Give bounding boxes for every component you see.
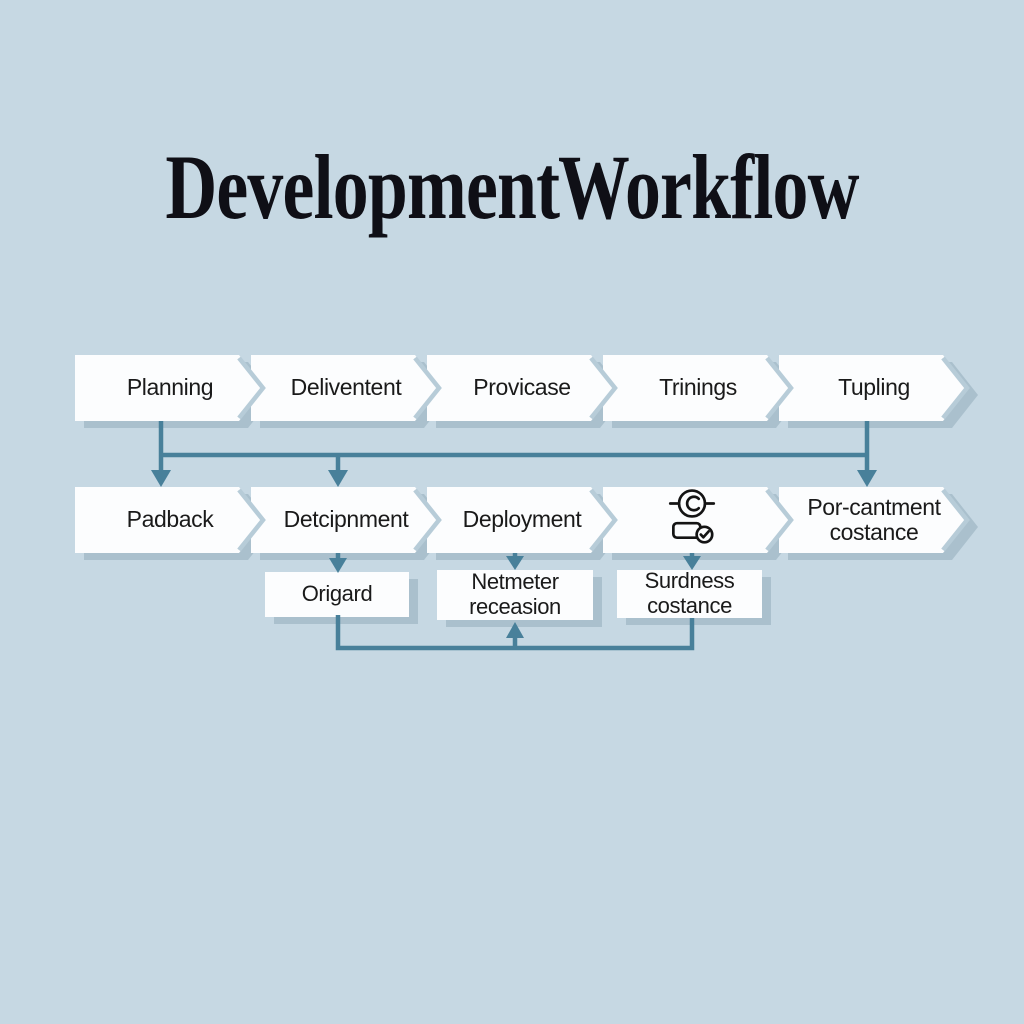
box-origard: Origard (265, 572, 409, 617)
person-check-icon (668, 489, 716, 544)
stage-detcipnment: Detcipnment (256, 487, 436, 553)
stage-label: Deployment (462, 506, 582, 533)
stage-label: Detcipnment (283, 506, 409, 533)
box-netmeter-receasion: Netmeter receasion (437, 569, 593, 620)
stage-por-cantment-costance: Por-cantment costance (784, 487, 964, 553)
stage-padback: Padback (80, 487, 260, 553)
flow-connectors (158, 421, 870, 651)
stage-label: Por-cantment costance (807, 493, 941, 545)
stage-deployment: Deployment (432, 487, 612, 553)
box-shapes (265, 570, 762, 620)
stage-label: Deliventent (290, 374, 402, 401)
stage-provicase: Provicase (432, 355, 612, 421)
page-title: Development Workflow (165, 136, 859, 238)
box-label: Surdness costance (644, 568, 735, 618)
stage-label: Provicase (473, 374, 571, 401)
stage-label: Padback (126, 506, 214, 533)
stage-label: Planning (126, 374, 214, 401)
stage-deliventent: Deliventent (256, 355, 436, 421)
stage-planning: Planning (80, 355, 260, 421)
stage-trinings: Trinings (608, 355, 788, 421)
stage-tupling: Tupling (784, 355, 964, 421)
box-label: Netmeter receasion (469, 569, 561, 619)
connector-arrowheads (151, 470, 877, 638)
stage-label: Tupling (838, 374, 910, 401)
stage-icon-only (662, 488, 722, 548)
box-label: Origard (301, 581, 373, 607)
stage-label: Trinings (659, 374, 737, 401)
box-surdness-costance: Surdness costance (617, 568, 762, 618)
